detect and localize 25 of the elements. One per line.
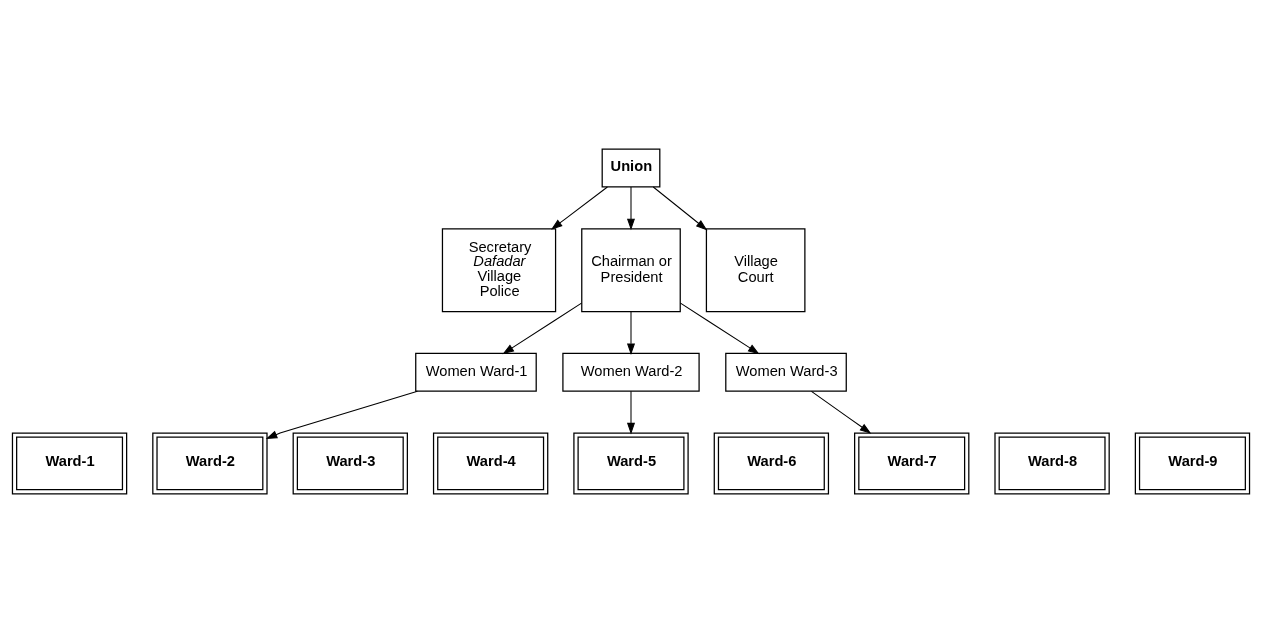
node-box: Ward-6: [713, 432, 830, 495]
arrow: [626, 186, 636, 231]
node-box: Ward-4: [432, 432, 549, 495]
arrow: [679, 302, 760, 355]
node-box: Women Ward-3: [725, 352, 847, 392]
node-box: Ward-7: [854, 432, 970, 495]
node-box: Women Ward-1: [415, 352, 537, 392]
arrow: [502, 302, 583, 355]
arrow: [626, 390, 636, 435]
node-box: Ward-8: [994, 432, 1110, 495]
node-box: Ward-5: [573, 432, 689, 495]
node-box: Ward-3: [292, 432, 408, 495]
node-box: Secretary Dafadar Village Police: [441, 228, 557, 313]
arrow: [626, 311, 636, 356]
node-box: Village Court: [705, 228, 806, 313]
node-box: Union: [601, 148, 661, 188]
node-box: Ward-2: [152, 432, 268, 495]
node-box: Ward-9: [1134, 432, 1251, 495]
arrow: [265, 390, 418, 440]
arrow: [810, 390, 872, 434]
node-box: Chairman or President: [581, 228, 681, 313]
arrow: [652, 186, 708, 231]
node-box: Women Ward-2: [562, 352, 700, 392]
arrow: [550, 186, 608, 230]
node-box: Ward-1: [11, 432, 128, 495]
